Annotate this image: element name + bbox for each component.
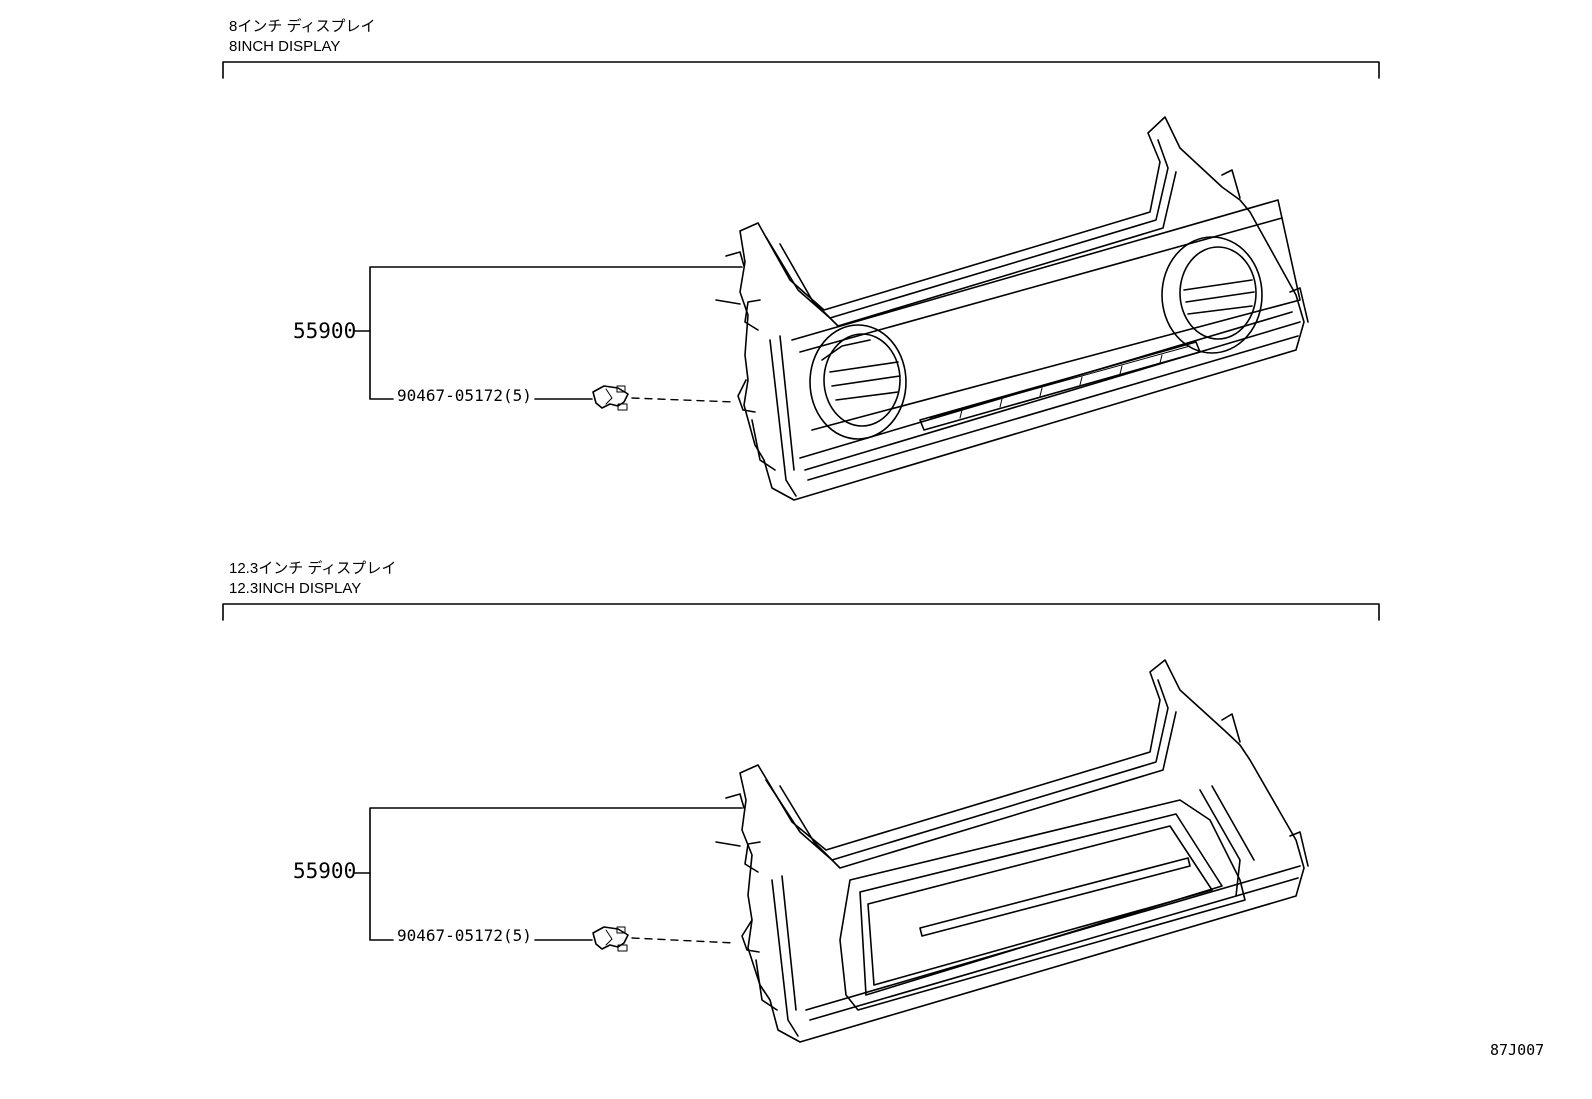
section-2-bracket — [222, 603, 1380, 621]
section-2-title-jp: 12.3インチ ディスプレイ — [229, 560, 397, 577]
section-1-part-number[interactable]: 55900 — [293, 319, 357, 343]
section-1-clip-icon[interactable] — [592, 385, 629, 411]
section-1-leaders — [354, 266, 743, 403]
section-2-clip-icon[interactable] — [592, 926, 629, 952]
section-2-leaders — [354, 807, 743, 944]
section-1-bracket — [222, 61, 1380, 79]
section-1-fastener-label[interactable]: 90467-05172(5) — [397, 386, 532, 405]
section-2-title-en: 12.3INCH DISPLAY — [229, 580, 362, 597]
section-1-title-en: 8INCH DISPLAY — [229, 38, 341, 55]
figure-code: 87J007 — [1490, 1041, 1545, 1059]
section-2-part-number[interactable]: 55900 — [293, 859, 357, 883]
section-1-center-panel[interactable] — [715, 116, 1309, 501]
section-2-center-panel[interactable] — [715, 659, 1309, 1043]
section-1-title-jp: 8インチ ディスプレイ — [229, 18, 376, 35]
section-2-fastener-label[interactable]: 90467-05172(5) — [397, 926, 532, 945]
